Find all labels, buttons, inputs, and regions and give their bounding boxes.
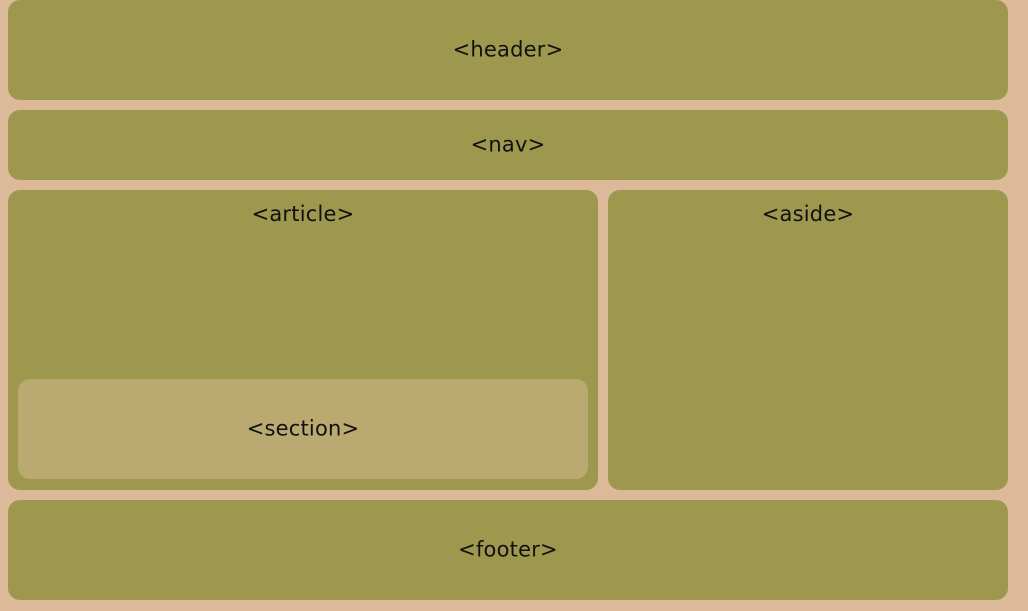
aside-label: <aside> [761, 202, 855, 226]
header-label: <header> [452, 37, 564, 62]
section-block: <section> [18, 379, 588, 479]
footer-block: <footer> [8, 500, 1008, 600]
nav-block: <nav> [8, 110, 1008, 180]
aside-block: <aside> [608, 190, 1008, 490]
article-label: <article> [251, 202, 355, 226]
footer-label: <footer> [458, 537, 558, 562]
article-block: <article> <section> [8, 190, 598, 490]
nav-label: <nav> [470, 132, 546, 157]
header-block: <header> [8, 0, 1008, 100]
section-label: <section> [246, 416, 360, 441]
